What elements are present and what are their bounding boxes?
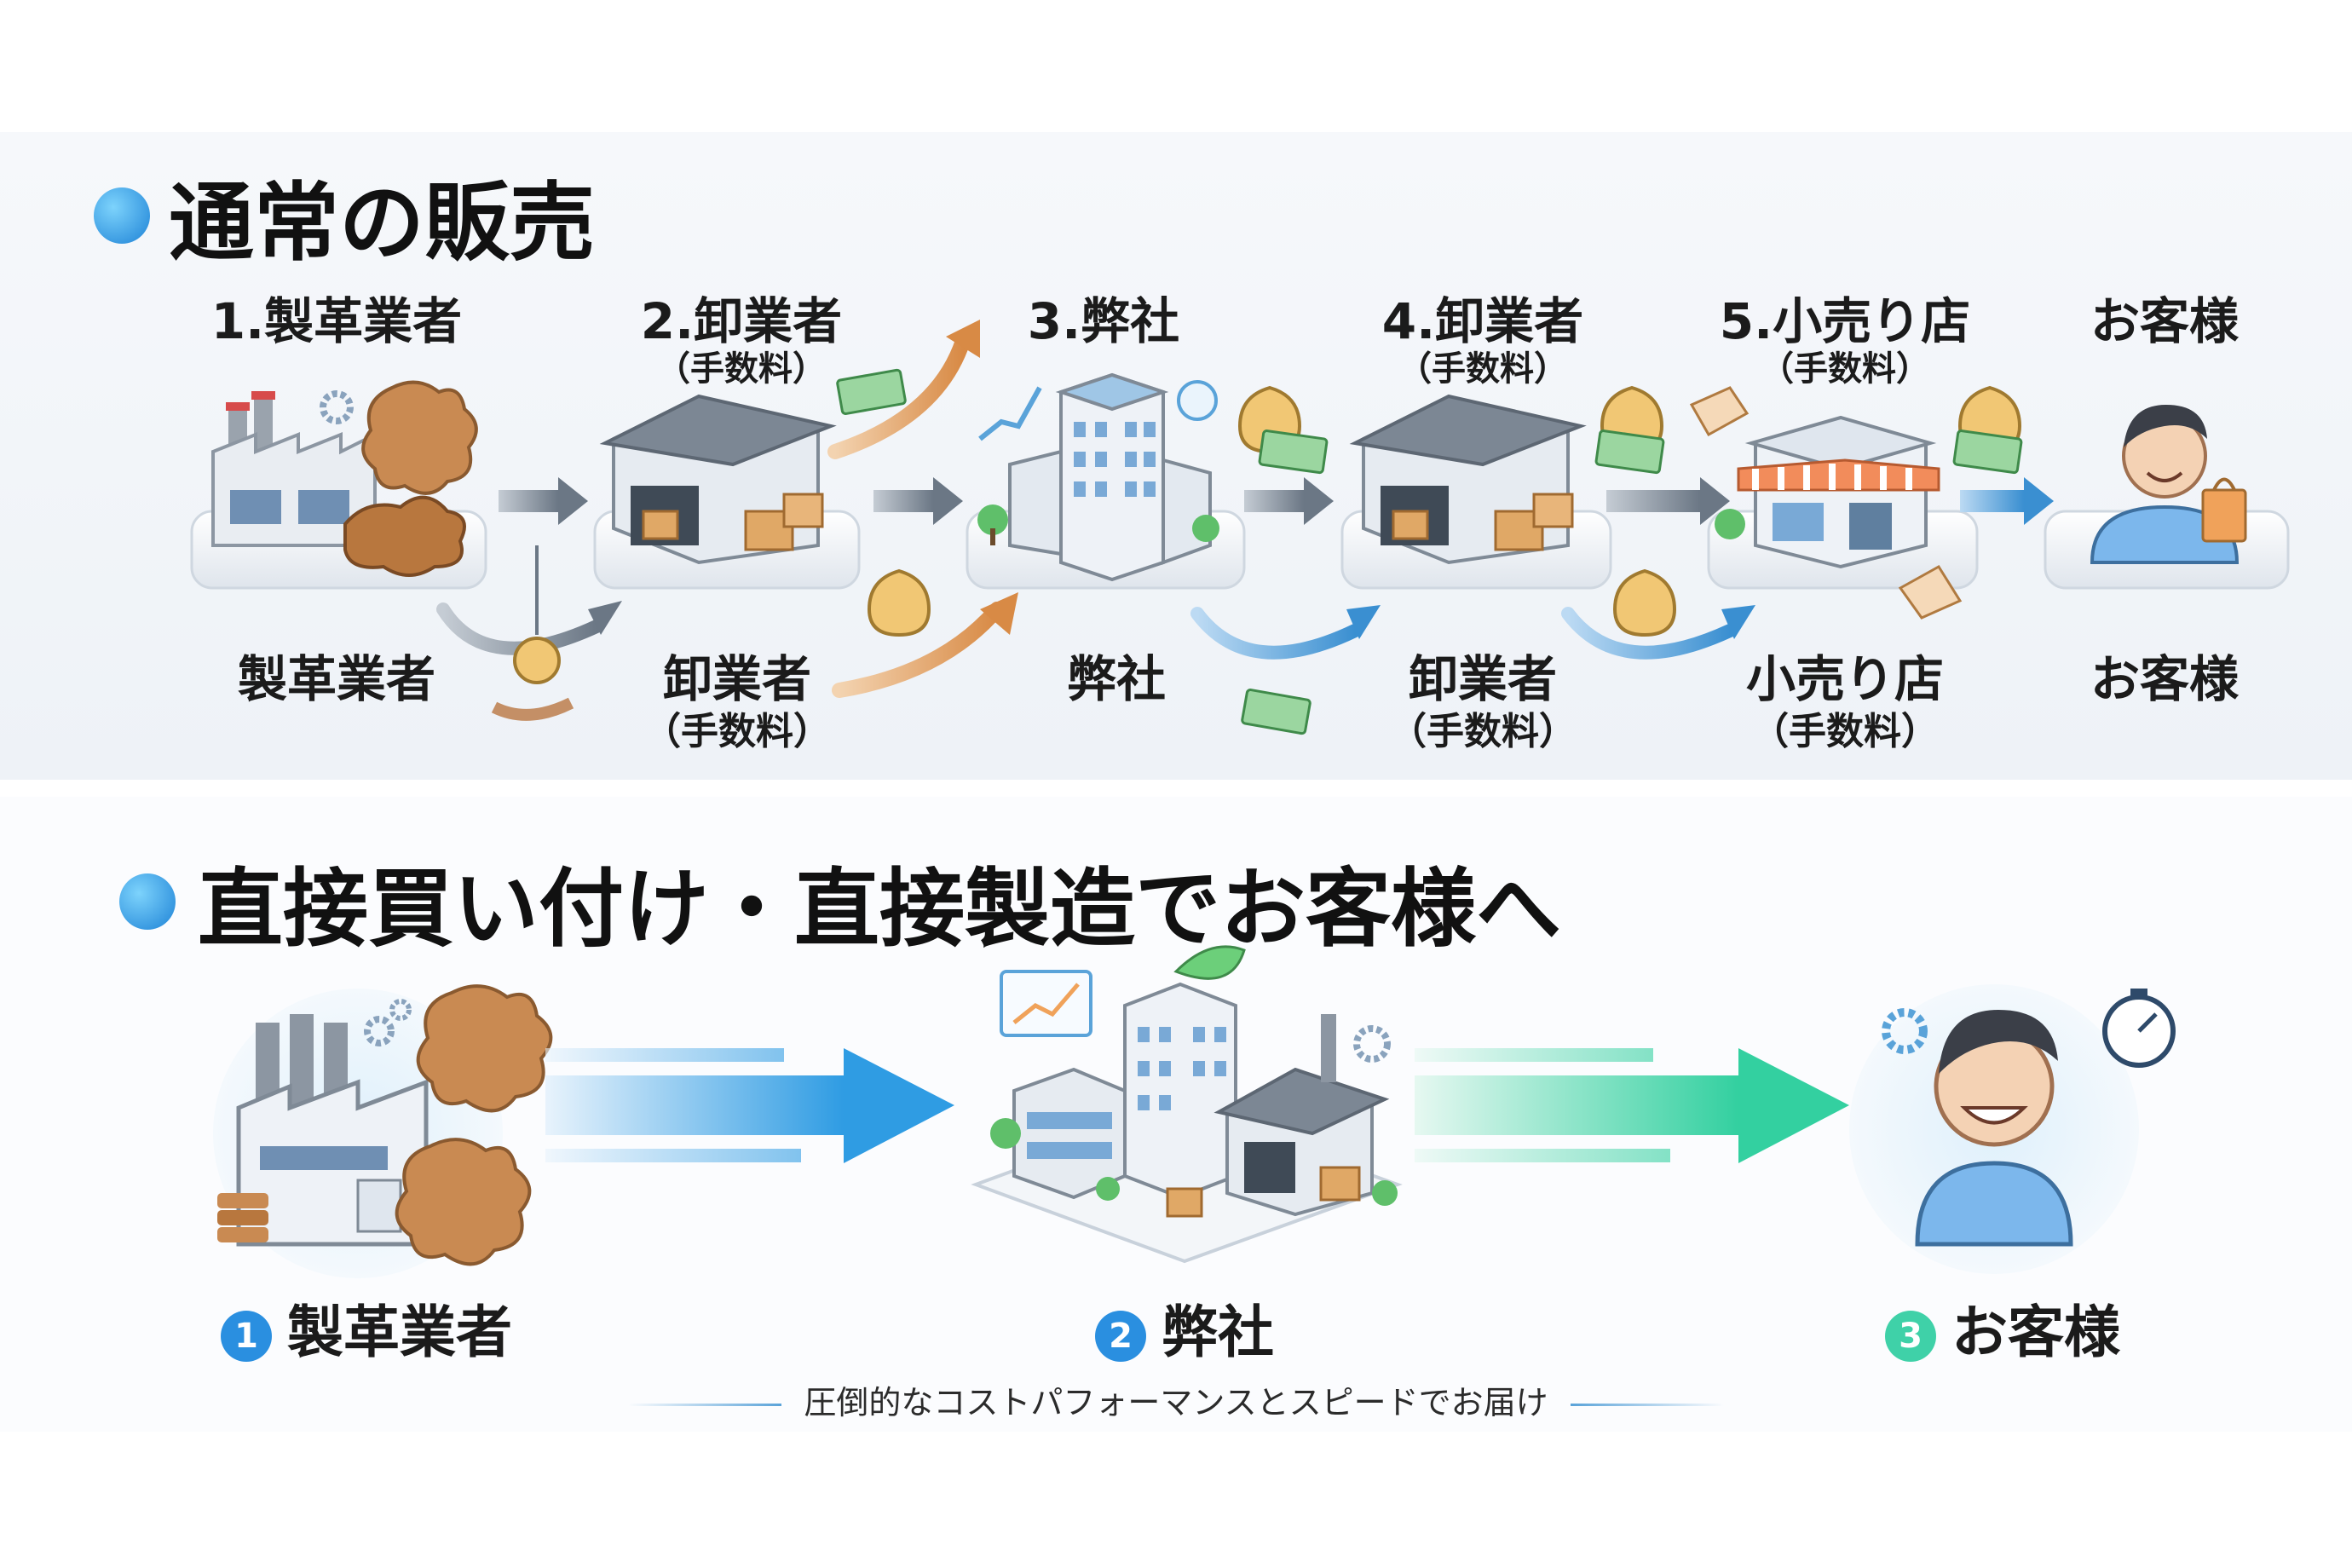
section2-title: 直接買い付け・直接製造でお客様へ <box>119 839 1561 963</box>
big-arrow-green-icon <box>1415 1048 1849 1163</box>
customer-large-icon <box>1849 984 2139 1274</box>
leaf-icon <box>1173 945 1246 980</box>
leather-hide-icon <box>343 380 478 577</box>
tagline: 圧倒的なコストパフォーマンスとスピードでお届け <box>0 1376 2352 1423</box>
company-building-icon <box>977 372 1219 582</box>
step2-top-fee: （手数料） <box>656 349 827 389</box>
factory-icon <box>211 391 377 547</box>
customer-avatar-icon <box>2090 405 2240 564</box>
curved-arrow-icon <box>436 320 1755 698</box>
step2-bottom-fee: （手数料） <box>643 710 831 753</box>
step6-top-label: お客様 <box>2090 292 2239 350</box>
step5-top-label: 5.小売り店 <box>1719 292 1971 350</box>
step5-bottom-fee: （手数料） <box>1751 710 1939 753</box>
cash-bill-icon <box>836 368 2023 735</box>
big-arrow-blue-icon <box>545 1048 954 1163</box>
arrow-right-icon <box>499 477 2054 525</box>
step4-bottom-fee: （手数料） <box>1389 710 1577 753</box>
gear-icon <box>364 999 412 1046</box>
divider-line <box>1570 1404 1724 1406</box>
leather-hide-icon <box>395 984 553 1266</box>
chat-bubble-icon <box>1177 380 1218 421</box>
step-number-badge: 3 <box>1885 1310 1936 1362</box>
dashboard-chart-icon <box>1000 970 1092 1037</box>
step3-top-label: 3.弊社 <box>1027 292 1180 350</box>
company-complex-icon <box>971 982 1403 1264</box>
coin-in-hand-icon <box>491 545 574 721</box>
step6-bottom-label: お客様 <box>2090 650 2239 708</box>
step-number-badge: 2 <box>1095 1310 1146 1362</box>
step1-top-label: 1.製革業者 <box>210 292 463 350</box>
bullet-dot-icon <box>94 187 150 244</box>
section1-illustrations <box>190 320 2290 735</box>
retail-store-icon <box>1715 415 1940 569</box>
step5-bottom-label: 小売り店 <box>1745 650 1944 708</box>
shopping-bag-icon <box>2201 477 2247 543</box>
gear-icon <box>1353 1025 1391 1063</box>
section2-illustrations <box>213 945 2176 1278</box>
price-tag-icon <box>1689 386 1963 620</box>
stopwatch-icon <box>2102 989 2176 1068</box>
gear-icon <box>1882 1008 1928 1054</box>
step4-top-label: 4.卸業者 <box>1381 292 1584 350</box>
step-number-badge: 1 <box>221 1310 272 1362</box>
warehouse-icon-1 <box>599 394 837 565</box>
step2-bottom-label: 卸業者 <box>662 650 811 708</box>
step4-bottom-label: 卸業者 <box>1408 650 1557 708</box>
section1-title: 通常の販売 <box>94 153 595 277</box>
divider-line <box>628 1404 782 1406</box>
step5-top-fee: （手数料） <box>1760 349 1930 389</box>
warehouse-icon-2 <box>1349 394 1587 565</box>
step4-top-fee: （手数料） <box>1398 349 1568 389</box>
chart-icon <box>978 386 1042 441</box>
step2-top-label: 2.卸業者 <box>640 292 843 350</box>
step1-bottom-label: 製革業者 <box>237 650 435 708</box>
step3-bottom-label: 弊社 <box>1066 650 1166 708</box>
gear-icon <box>320 390 354 424</box>
bullet-dot-icon <box>119 873 176 930</box>
